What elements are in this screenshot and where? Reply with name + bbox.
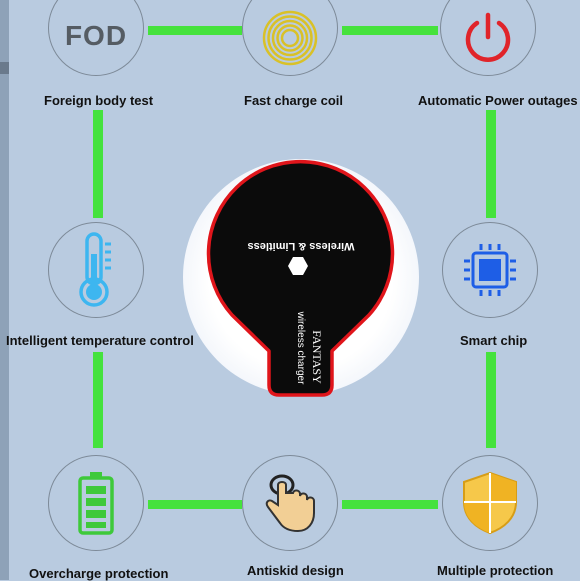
connector-bottom-left (148, 500, 242, 509)
caption-battery: Overcharge protection (29, 566, 169, 581)
connector-left-lower (93, 352, 103, 448)
battery-node (48, 455, 144, 551)
temp-node (48, 222, 144, 318)
touch-node (242, 455, 338, 551)
shield-node (442, 455, 538, 551)
charger-brand: FANTASY (310, 330, 324, 384)
caption-shield: Multiple protection (437, 563, 554, 578)
charger-subtitle: wireless charger (295, 311, 306, 385)
connector-left-upper (93, 110, 103, 218)
caption-fod: Foreign body test (44, 93, 154, 108)
fod-icon: FOD (64, 20, 128, 51)
caption-temp: Intelligent temperature control (6, 333, 194, 348)
power-node (440, 0, 536, 76)
charger-pad (206, 159, 395, 397)
connector-right-upper (486, 110, 496, 218)
fod-node: FOD (48, 0, 144, 76)
connector-bottom-right (342, 500, 438, 509)
power-hex-icon (288, 257, 308, 275)
screen-edge-notch (0, 62, 9, 74)
charger-tagline: Wireless & Limitless (248, 240, 355, 252)
connector-top-right (342, 26, 438, 35)
battery-icon (78, 472, 114, 535)
thermometer-icon (79, 232, 111, 307)
shield-icon (463, 471, 517, 535)
caption-coil: Fast charge coil (244, 93, 343, 108)
screen-edge (0, 0, 9, 580)
coil-node (242, 0, 338, 76)
power-icon (465, 12, 511, 62)
caption-touch: Antiskid design (247, 563, 344, 578)
caption-power: Automatic Power outages (418, 93, 578, 108)
chip-icon (464, 244, 516, 296)
touch-icon (265, 474, 315, 533)
connector-right-lower (486, 352, 496, 448)
coil-icon (262, 10, 318, 66)
chip-node (442, 222, 538, 318)
connector-top-left (148, 26, 242, 35)
caption-chip: Smart chip (460, 333, 528, 348)
